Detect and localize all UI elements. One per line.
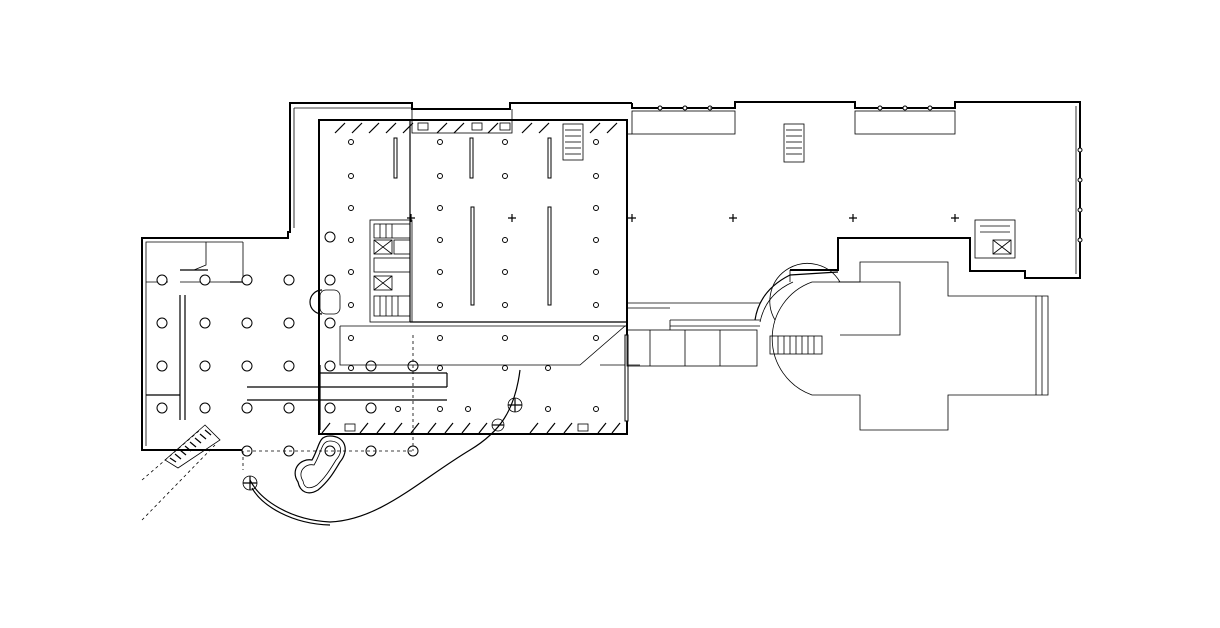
door-swing-left [309,289,341,315]
east-wing-outline [627,101,1081,309]
reflecting-pool [294,435,346,494]
central-top-stair [562,123,584,161]
east-wing-windows [632,105,1083,243]
pavilion-stair [769,335,823,355]
south-curved-wall [249,369,521,526]
curved-ramp [754,271,839,323]
pavilion-outline [769,261,1049,431]
revolving-doors [242,397,523,491]
central-hall-hatching-top [334,119,618,134]
east-wing-stairs [783,123,1016,259]
connecting-bridge [626,319,760,367]
central-hall-hatching-bottom [321,422,621,434]
west-wing-columns [156,231,419,457]
entrance-stair [141,424,221,521]
central-hall-windows-top [417,122,511,131]
cross-markers [407,214,959,222]
west-wing-outline [141,102,632,451]
central-hall-columns [348,139,599,412]
central-stair-core [369,219,413,323]
central-hall-partitions [393,137,629,422]
